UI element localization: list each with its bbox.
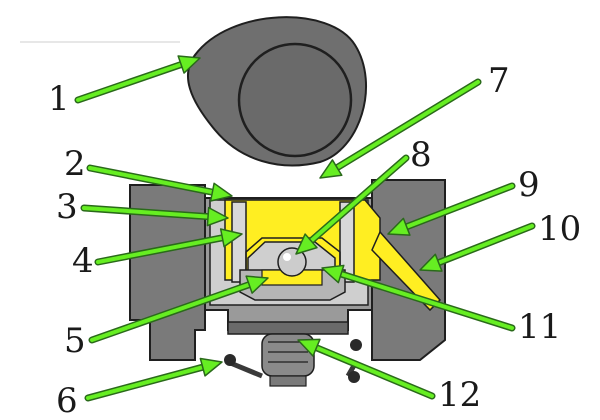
callout-arrows [74,55,536,402]
callout-arrow-9 [387,182,516,236]
callout-arrow-3 [80,204,229,227]
callout-10: 10 [538,209,581,249]
callout-3: 3 [56,187,78,227]
callout-11: 11 [518,307,561,347]
callout-arrow-5 [88,275,269,344]
camshaft-cam [186,16,368,167]
callout-arrow-4 [94,228,243,266]
check-ball-highlight [283,253,291,261]
callout-12: 12 [438,375,481,415]
callout-9: 9 [518,165,540,205]
valve-spring [227,321,349,387]
callout-1: 1 [48,79,70,119]
callout-arrow-1 [74,55,201,104]
callout-arrow-12 [297,338,436,400]
callout-arrow-6 [84,357,223,402]
callout-7: 7 [488,61,510,101]
callout-2: 2 [64,144,86,184]
rocker-pivots [224,339,362,383]
callout-4: 4 [72,241,94,281]
cam-shaft-circle [237,42,353,158]
callout-6: 6 [56,381,78,420]
callout-arrow-10 [419,222,536,272]
callout-labels: 1 2 3 4 5 6 7 8 9 10 11 12 [48,61,581,420]
callout-arrow-8 [295,154,410,255]
callout-5: 5 [64,321,86,361]
callout-8: 8 [410,135,432,175]
callout-arrow-2 [86,164,233,202]
callout-arrow-7 [319,78,482,179]
callout-arrow-11 [321,264,516,332]
